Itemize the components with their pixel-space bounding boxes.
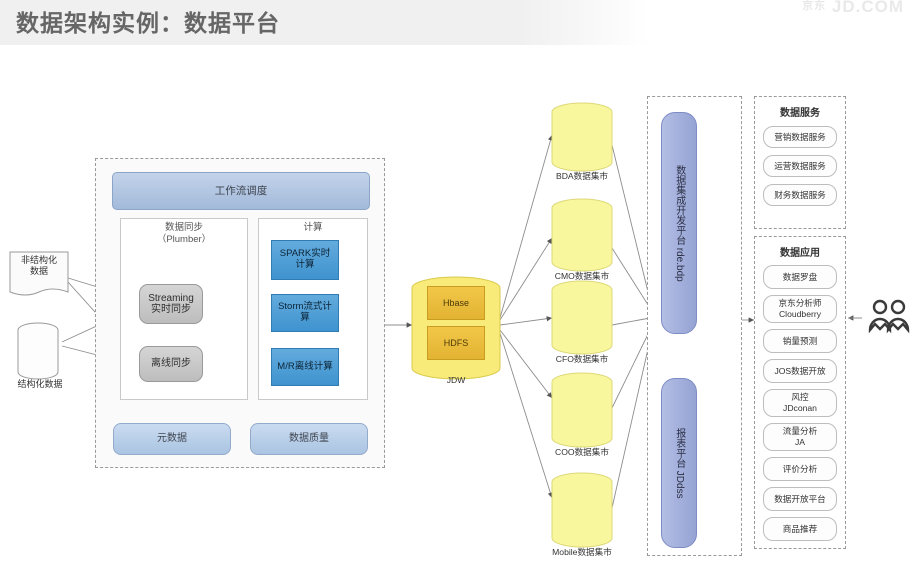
watermark-cn: 京东 [802,0,827,12]
integration-platform-en: rde.bdp [673,247,685,282]
metadata-node[interactable]: 元数据 [113,423,231,455]
mart-label-bda: BDA数据集市 [555,171,609,181]
hdfs-label: HDFS [443,338,469,348]
app-item-review-analysis[interactable]: 评价分析 [763,457,837,481]
report-platform-cn: 报表平台 [673,427,685,468]
mart-label-mobile: Mobile数据集市 [552,547,612,557]
hbase-label: Hbase [442,298,469,308]
app-item-traffic-ja[interactable]: 流量分析 JA [763,423,837,451]
mart-label-cfo: CFO数据集市 [555,354,609,364]
data-sync-group-title: 数据同步 （Plumber） [120,222,248,246]
app-traffic-line2: JA [794,437,806,447]
sync-title-line2: （Plumber） [156,233,212,245]
data-applications-title: 数据应用 [780,248,820,259]
app-recommendation-line1: 商品推荐 [782,523,818,534]
storm-compute-node[interactable]: Storm流式计 算 [271,294,339,332]
service-marketing-label: 营销数据服务 [774,131,826,142]
service-finance-label: 财务数据服务 [774,189,826,200]
offline-sync-node[interactable]: 离线同步 [139,346,203,382]
integration-dev-platform-node[interactable]: 数据集成开发平台 rde.bdp [661,112,697,334]
data-quality-label: 数据质量 [289,433,329,445]
service-item-marketing[interactable]: 营销数据服务 [763,126,837,148]
unstructured-data-label: 非结构化 数据 [10,255,68,278]
integration-platform-text: 数据集成开发平台 rde.bdp [672,165,686,282]
unstructured-line1: 非结构化 [20,255,57,265]
metadata-label: 元数据 [157,433,187,445]
spark-line1: SPARK实时 [279,248,331,260]
jd-watermark: 京东 JD.COM [802,0,904,17]
jdw-label: JDW [446,375,466,385]
app-item-sales-forecast[interactable]: 销量预测 [763,329,837,353]
app-item-open-platform[interactable]: 数据开放平台 [763,487,837,511]
app-risk-line2: JDconan [783,403,817,413]
sync-title-line1: 数据同步 [164,222,203,233]
streaming-sync-line2: 实时同步 [151,304,191,315]
app-review-line1: 评价分析 [782,463,818,474]
mart-label-cmo: CMO数据集市 [554,271,610,281]
app-cloudberry-line1: 京东分析师 [778,298,822,309]
spark-line2: 计算 [295,259,315,270]
app-item-cloudberry[interactable]: 京东分析师 Cloudberry [763,295,837,323]
app-item-compass[interactable]: 数据罗盘 [763,265,837,289]
jdw-hbase-box[interactable]: Hbase [427,286,485,320]
app-item-recommendation[interactable]: 商品推荐 [763,517,837,541]
streaming-sync-node[interactable]: Streaming 实时同步 [139,284,203,324]
report-platform-text: 报表平台 JDdss [672,428,686,499]
offline-sync-label: 离线同步 [151,358,191,370]
app-compass-line1: 数据罗盘 [782,271,818,282]
storm-line1: Storm流式计 [278,301,332,313]
title-band-fade [520,0,650,45]
report-platform-node[interactable]: 报表平台 JDdss [661,378,697,548]
mapreduce-compute-node[interactable]: M/R离线计算 [271,348,339,386]
jdw-hdfs-box[interactable]: HDFS [427,326,485,360]
app-traffic-line1: 流量分析 [782,426,818,437]
structured-data-label: 结构化数据 [17,379,63,389]
service-item-finance[interactable]: 财务数据服务 [763,184,837,206]
page-title: 数据架构实例：数据平台 [16,10,280,36]
title-band [0,0,520,45]
storm-line2: 算 [300,312,310,323]
streaming-sync-line1: Streaming [148,292,194,304]
report-platform-en: JDdss [673,470,685,499]
data-quality-node[interactable]: 数据质量 [250,423,368,455]
app-open-platform-line1: 数据开放平台 [774,493,826,504]
workflow-scheduler-node[interactable]: 工作流调度 [112,172,370,210]
mart-label-coo: COO数据集市 [555,447,609,457]
unstructured-line2: 数据 [29,266,48,277]
users-icon [868,299,910,334]
mapreduce-label: M/R离线计算 [277,360,333,372]
integration-platform-cn: 数据集成开发平台 [673,164,685,245]
service-operations-label: 运营数据服务 [774,160,826,171]
app-cloudberry-line2: Cloudberry [778,309,822,319]
app-sales-forecast-line1: 销量预测 [782,335,818,346]
app-item-jos-open[interactable]: JOS数据开放 [763,359,837,383]
app-item-risk-jdconan[interactable]: 风控 JDconan [763,389,837,417]
data-services-title: 数据服务 [780,108,820,119]
app-jos-line1: JOS数据开放 [774,365,826,376]
service-item-operations[interactable]: 运营数据服务 [763,155,837,177]
app-risk-line1: 风控 [791,392,809,403]
watermark-text: JD.COM [831,0,904,16]
spark-compute-node[interactable]: SPARK实时 计算 [271,240,339,280]
compute-group-title: 计算 [303,222,323,233]
